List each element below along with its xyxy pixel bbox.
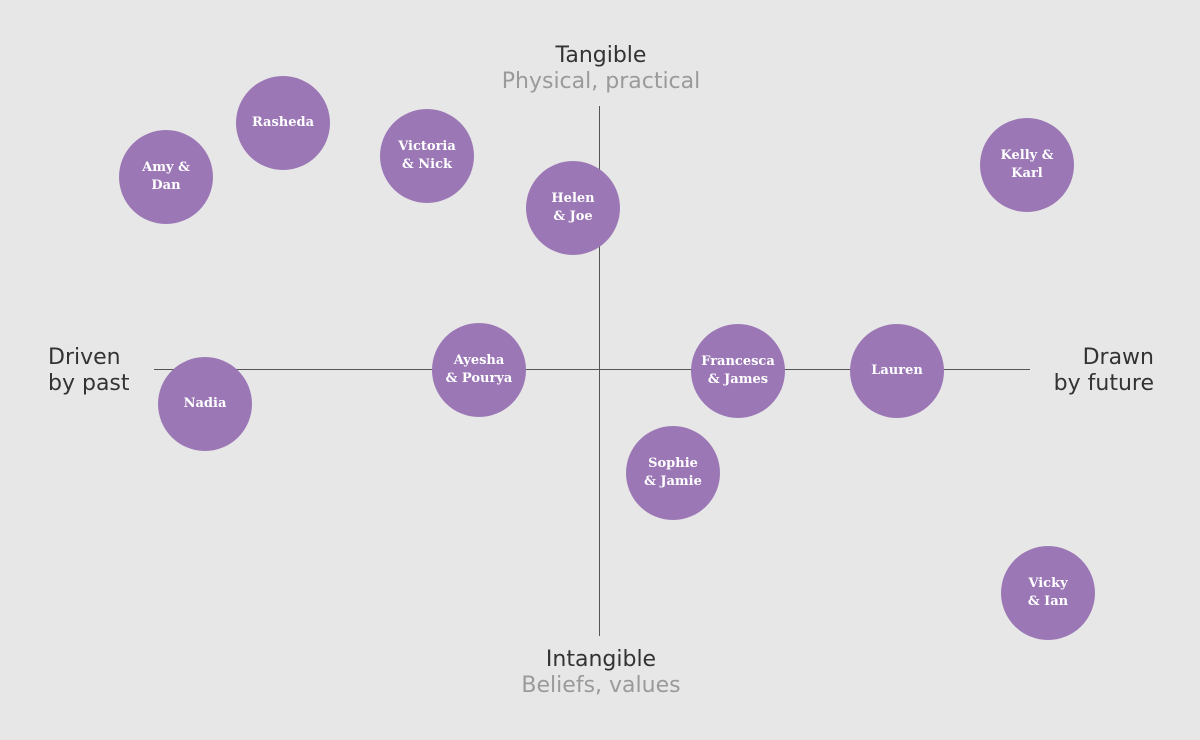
horizontal-axis-line xyxy=(154,369,1030,370)
bubble-nadia: Nadia xyxy=(158,357,252,451)
bubble-ayesha-pourya: Ayesha & Pourya xyxy=(432,323,526,417)
bubble-helen-joe: Helen & Joe xyxy=(526,161,620,255)
bubble-label: Vicky & Ian xyxy=(1027,576,1069,609)
bubble-victoria-nick: Victoria & Nick xyxy=(380,109,474,203)
bubble-label: Nadia xyxy=(183,396,227,411)
bubble-label: Victoria & Nick xyxy=(398,139,456,172)
top-pole-title: Tangible xyxy=(555,43,647,68)
top-pole-subtitle: Physical, practical xyxy=(501,69,701,94)
bubble-label: Kelly & Karl xyxy=(1000,148,1054,181)
bubble-amy-dan: Amy & Dan xyxy=(119,130,213,224)
bubble-label: Ayesha & Pourya xyxy=(445,353,513,386)
bubble-vicky-ian: Vicky & Ian xyxy=(1001,546,1095,640)
left-pole-title: Driven by past xyxy=(48,345,130,396)
bubble-label: Lauren xyxy=(871,363,923,378)
bottom-pole-title: Intangible xyxy=(545,647,657,672)
bubble-label: Rasheda xyxy=(251,115,315,130)
bubble-kelly-karl: Kelly & Karl xyxy=(980,118,1074,212)
bubble-label: Helen & Joe xyxy=(551,191,595,224)
bubble-lauren: Lauren xyxy=(850,324,944,418)
bubble-label: Amy & Dan xyxy=(142,160,190,193)
bubble-label: Sophie & Jamie xyxy=(644,456,702,489)
bubble-label: Francesca & James xyxy=(701,354,775,387)
bubble-francesca-james: Francesca & James xyxy=(691,324,785,418)
vertical-axis-line xyxy=(599,106,600,636)
right-pole-title: Drawn by future xyxy=(1053,345,1154,396)
bubble-sophie-jamie: Sophie & Jamie xyxy=(626,426,720,520)
bubble-rasheda: Rasheda xyxy=(236,76,330,170)
bottom-pole-subtitle: Beliefs, values xyxy=(521,673,681,698)
